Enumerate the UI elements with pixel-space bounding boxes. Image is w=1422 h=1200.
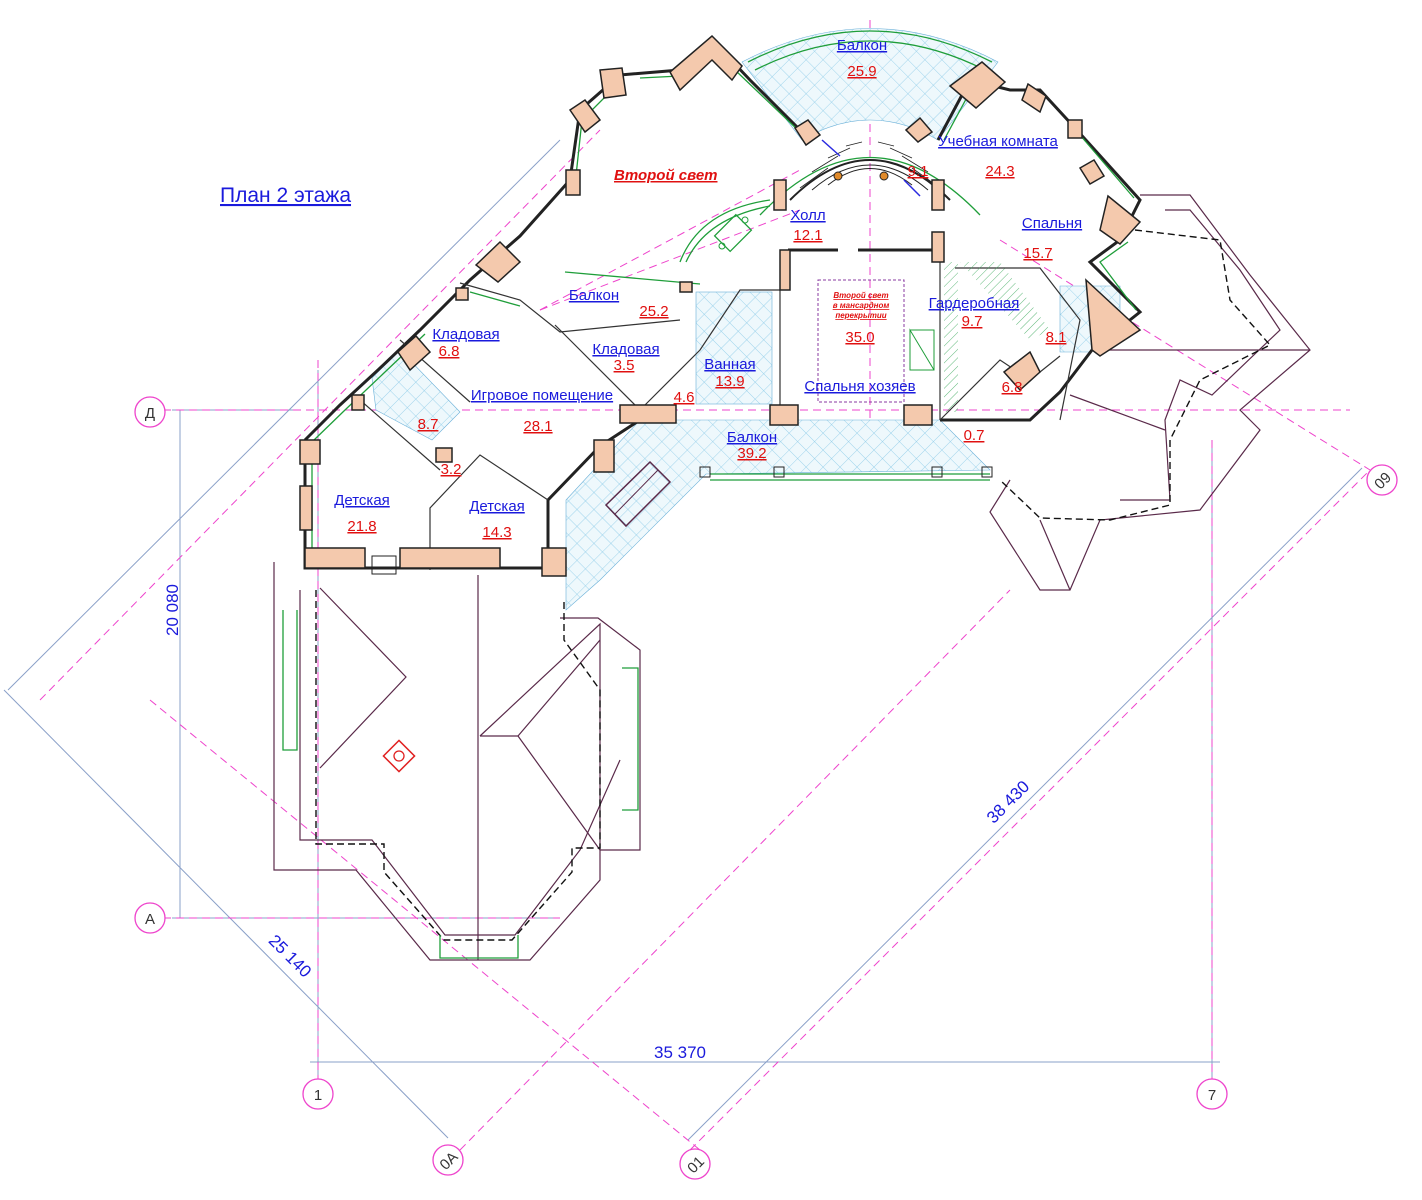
room-area: 9.7 xyxy=(962,313,983,330)
attic-opening xyxy=(817,279,905,403)
attic-note-line-3: перекрытии xyxy=(835,311,886,320)
room-name: Спальня хозяев xyxy=(804,378,915,395)
room-name: Гардеробная xyxy=(929,295,1020,312)
room-name: Учебная комната xyxy=(938,133,1058,150)
room-area: 14.3 xyxy=(482,524,511,541)
right-roof xyxy=(989,194,1311,591)
room-area: 28.1 xyxy=(523,418,552,435)
room-area: 13.9 xyxy=(715,373,744,390)
room-area: 3.2 xyxy=(441,461,462,478)
room-name: Детская xyxy=(334,492,390,509)
balcony-posts xyxy=(371,466,993,575)
room-area: 12.1 xyxy=(793,227,822,244)
room-name: Кладовая xyxy=(432,326,499,343)
axis-label-7: 7 xyxy=(1208,1087,1216,1104)
plan-title: План 2 этажа xyxy=(220,184,351,207)
room-area: 35.0 xyxy=(845,329,874,346)
room-area: 4.6 xyxy=(674,389,695,406)
room-area: 25.2 xyxy=(639,303,668,320)
diagonal-left-dimension: 25 140 xyxy=(265,931,315,981)
room-area: 15.7 xyxy=(1023,245,1052,262)
axis-label-d: Д xyxy=(145,405,155,422)
overall-height-dimension: 20 080 xyxy=(163,584,182,636)
attic-note-line-2: в мансардном xyxy=(833,301,890,310)
room-area: 8.7 xyxy=(418,416,439,433)
room-area: 25.9 xyxy=(847,63,876,80)
room-area: 6.8 xyxy=(1002,379,1023,396)
room-name: Игровое помещение xyxy=(471,387,613,404)
axis-label-a: А xyxy=(145,911,155,928)
front-balcony xyxy=(565,419,991,611)
room-area: 6.8 xyxy=(439,343,460,360)
overall-width-dimension: 35 370 xyxy=(654,1043,706,1062)
wardrobe-shelf-diagonal xyxy=(960,262,1050,340)
room-name: Кладовая xyxy=(592,341,659,358)
room-area: 21.8 xyxy=(347,518,376,535)
room-area: 39.2 xyxy=(737,445,766,462)
room-name: Детская xyxy=(469,498,525,515)
room-name: Балкон xyxy=(727,429,777,446)
room-area: 3.5 xyxy=(614,357,635,374)
room-area: 0.7 xyxy=(964,427,985,444)
wardrobe-shelf xyxy=(944,262,958,412)
wall-piers xyxy=(299,34,1142,577)
room-name: Балкон xyxy=(569,287,619,304)
room-area: 8.1 xyxy=(1046,329,1067,346)
table-icon xyxy=(713,213,753,253)
bed-icon xyxy=(909,328,935,371)
room-name: Ванная xyxy=(704,356,755,373)
top-balcony xyxy=(741,28,999,141)
room-name: Спальня xyxy=(1022,215,1082,232)
lower-roof xyxy=(273,562,641,961)
axis-markers xyxy=(134,396,1398,1180)
diagonal-right-dimension: 38 430 xyxy=(983,777,1033,827)
lounger-icon xyxy=(604,460,672,528)
axis-label-1: 1 xyxy=(314,1087,322,1104)
room-name: Балкон xyxy=(837,37,887,54)
room-name: Холл xyxy=(790,207,825,224)
spiral-staircase xyxy=(789,139,951,201)
bathroom-tile xyxy=(695,291,773,405)
attic-note-line-1: Второй свет xyxy=(833,291,888,300)
room-area: 24.3 xyxy=(985,163,1014,180)
axis-guide-lines xyxy=(39,20,1371,1151)
second-light-label: Второй свет xyxy=(614,167,718,184)
vent-icon xyxy=(382,739,416,773)
room-labels: Балкон 25.9 Учебная комната 24.3 9.1 Хол… xyxy=(334,37,1082,541)
room-area: 9.1 xyxy=(908,163,929,180)
